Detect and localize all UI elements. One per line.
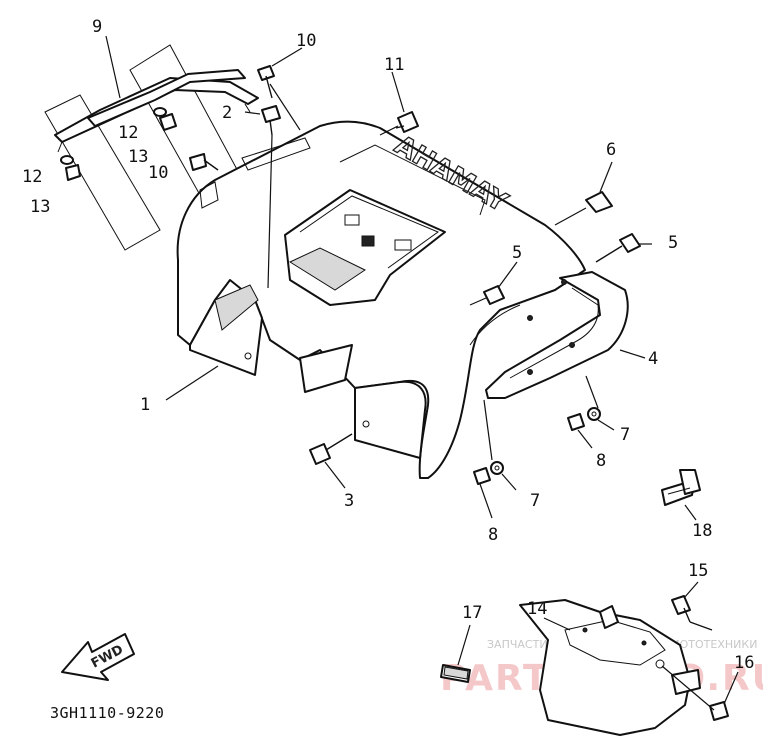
- callout-16: 16: [734, 653, 754, 673]
- callout-12-upper: 12: [118, 123, 138, 143]
- callout-9: 9: [92, 17, 102, 37]
- callout-12-lower: 12: [22, 167, 42, 187]
- callout-15: 15: [688, 561, 708, 581]
- fender-lower-panel: [485, 271, 629, 399]
- clip: [661, 469, 701, 506]
- callout-14: 14: [527, 599, 547, 619]
- forward-direction-arrow: FWD: [61, 633, 135, 681]
- callout-labels: 9 10 2 12 13 12 13 10 11 6 5 5 4 1 7 8 3…: [22, 17, 754, 673]
- callout-10-top: 10: [296, 31, 316, 51]
- callout-7-right: 7: [620, 425, 630, 445]
- underbody-cover: [519, 599, 701, 736]
- rear-fender: [176, 120, 586, 479]
- callout-3: 3: [344, 491, 354, 511]
- callout-5-middle: 5: [512, 243, 522, 263]
- fasteners: [60, 65, 729, 721]
- small-pad: [440, 664, 471, 683]
- callout-5-right: 5: [668, 233, 678, 253]
- callout-6: 6: [606, 140, 616, 160]
- leader-lines: [105, 35, 739, 711]
- callout-10-left: 10: [148, 163, 168, 183]
- callout-8-left: 8: [488, 525, 498, 545]
- callout-17: 17: [462, 603, 482, 623]
- callout-8-right: 8: [596, 451, 606, 471]
- diagram-part-code: 3GH1110-9220: [50, 704, 164, 722]
- callout-18: 18: [692, 521, 712, 541]
- callout-13-upper: 13: [128, 147, 148, 167]
- callout-7-left: 7: [530, 491, 540, 511]
- callout-11: 11: [384, 55, 404, 75]
- callout-1: 1: [140, 395, 150, 415]
- callout-2: 2: [222, 103, 232, 123]
- callout-13-lower: 13: [30, 197, 50, 217]
- callout-4: 4: [648, 349, 658, 369]
